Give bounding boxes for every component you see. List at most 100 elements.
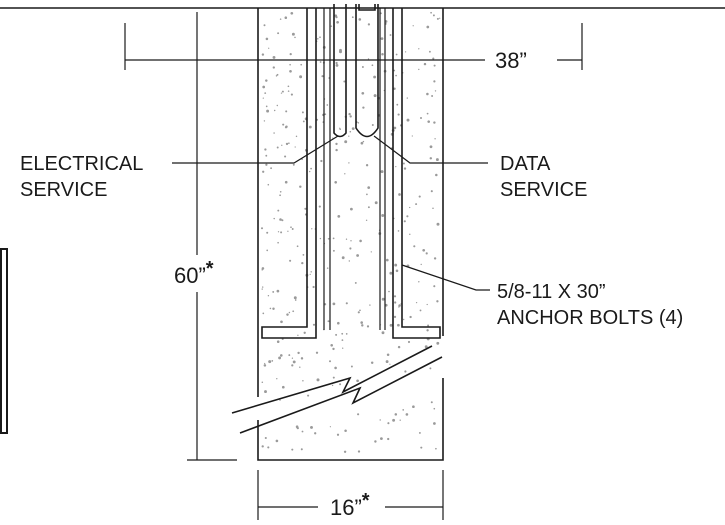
aggregate-dot — [287, 230, 289, 232]
aggregate-dot — [301, 111, 304, 114]
aggregate-dot — [419, 116, 423, 120]
aggregate-dot — [435, 158, 439, 162]
aggregate-dot — [278, 356, 282, 360]
aggregate-dot — [317, 38, 319, 40]
aggregate-dot — [356, 379, 359, 383]
aggregate-dot — [427, 120, 430, 123]
aggregate-dot — [273, 132, 275, 134]
aggregate-dot — [289, 69, 292, 73]
aggregate-dot — [432, 14, 435, 17]
aggregate-dot — [403, 318, 405, 321]
aggregate-dot — [310, 425, 313, 429]
aggregate-dot — [373, 75, 377, 79]
aggregate-dot — [327, 237, 330, 240]
aggregate-dot — [409, 206, 411, 209]
aggregate-dot — [387, 422, 390, 425]
aggregate-dot — [312, 285, 315, 289]
dimension-height — [187, 12, 237, 461]
electrical-conduit — [333, 4, 347, 138]
aggregate-dot — [300, 63, 303, 66]
aggregate-dot — [425, 252, 428, 255]
dimension-width-bottom — [257, 470, 444, 520]
aggregate-dot — [311, 228, 313, 230]
aggregate-dot — [406, 118, 410, 122]
aggregate-dot — [332, 237, 335, 240]
aggregate-dot — [281, 144, 283, 146]
aggregate-dot — [265, 163, 268, 166]
aggregate-dot — [367, 206, 370, 209]
aggregate-dot — [398, 306, 400, 308]
aggregate-dot — [367, 23, 371, 26]
aggregate-dot — [349, 247, 352, 250]
aggregate-dot — [265, 37, 269, 41]
aggregate-dot — [277, 209, 280, 212]
aggregate-dot — [284, 16, 288, 19]
aggregate-dot — [349, 130, 352, 133]
aggregate-dot — [403, 220, 406, 223]
aggregate-dot — [433, 64, 436, 67]
aggregate-dot — [359, 239, 362, 243]
aggregate-dot — [330, 25, 333, 27]
aggregate-dot — [290, 11, 294, 15]
aggregate-dot — [360, 321, 363, 324]
aggregate-dot — [335, 15, 338, 19]
aggregate-dot — [348, 112, 351, 116]
aggregate-dot — [373, 94, 377, 98]
aggregate-dot — [366, 193, 368, 196]
aggregate-dot — [276, 104, 279, 107]
aggregate-dot — [371, 64, 374, 67]
aggregate-dot — [337, 215, 341, 218]
aggregate-dot — [304, 207, 307, 210]
aggregate-dot — [415, 203, 418, 206]
left-frame-bar-inner — [2, 250, 6, 432]
aggregate-dot — [324, 113, 327, 116]
label-data-line2: SERVICE — [500, 179, 587, 201]
aggregate-dot — [300, 357, 304, 360]
aggregate-dot — [267, 295, 270, 297]
aggregate-dot — [348, 260, 350, 262]
aggregate-dot — [426, 92, 429, 96]
aggregate-dot — [319, 237, 322, 240]
anchor-bolt-right-inner — [379, 8, 386, 330]
aggregate-dot — [394, 301, 397, 304]
aggregate-dot — [281, 90, 284, 93]
aggregate-dot — [426, 329, 429, 332]
aggregate-dot — [289, 63, 291, 66]
aggregate-dot — [418, 68, 420, 71]
aggregate-dot — [330, 344, 334, 347]
aggregate-dot — [281, 385, 285, 389]
aggregate-dot — [429, 367, 432, 370]
aggregate-dot — [433, 407, 436, 410]
aggregate-dot — [277, 231, 280, 233]
aggregate-dot — [344, 140, 348, 144]
aggregate-dot — [272, 307, 275, 310]
aggregate-dot — [389, 271, 393, 275]
aggregate-dot — [336, 20, 339, 24]
aggregate-dot — [290, 226, 292, 229]
aggregate-dot — [424, 345, 428, 349]
aggregate-dot — [348, 162, 350, 164]
aggregate-dot — [335, 61, 338, 65]
aggregate-dot — [358, 18, 362, 21]
concrete-pier — [257, 8, 444, 461]
aggregate-dot — [334, 366, 337, 370]
aggregate-dot — [292, 310, 295, 313]
aggregate-dot — [429, 145, 433, 149]
aggregate-dot — [339, 48, 342, 52]
aggregate-dot — [261, 445, 264, 448]
aggregate-dot — [393, 295, 397, 298]
aggregate-dot — [307, 394, 310, 397]
aggregate-dot — [423, 62, 427, 66]
aggregate-dot — [309, 170, 311, 173]
aggregate-dot — [310, 167, 312, 170]
aggregate-dot — [409, 315, 412, 319]
aggregate-dot — [432, 57, 435, 60]
aggregate-dot — [292, 163, 295, 166]
aggregate-dot — [433, 257, 437, 260]
aggregate-dot — [434, 138, 436, 140]
aggregate-dot — [356, 254, 359, 257]
aggregate-dot — [279, 194, 281, 197]
aggregate-dot — [291, 364, 294, 367]
aggregate-dot — [419, 309, 422, 312]
